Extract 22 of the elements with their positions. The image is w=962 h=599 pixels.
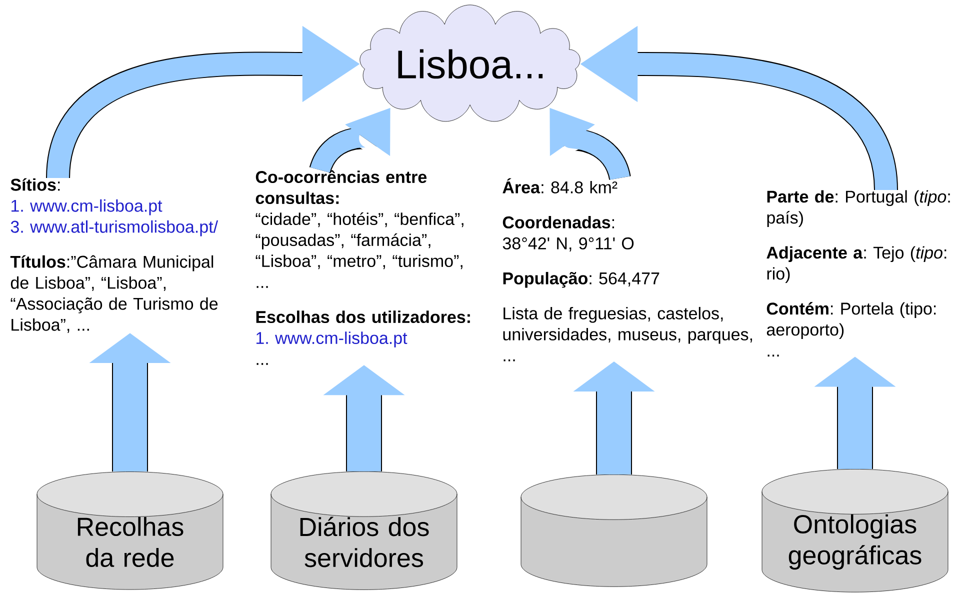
link: 1. www.cm-lisboa.pt [256, 332, 408, 348]
heading: Escolhas dos utilizadores: [256, 310, 470, 324]
database-cylinder [520, 474, 708, 587]
body-text: População: 564,477 [503, 272, 660, 288]
body-text: Lista de freguesias, castelos, universidades, museus, parques, ... [503, 306, 752, 362]
body-text: ... [768, 354, 779, 356]
link: 1. www.cm-lisboa.pt [12, 199, 162, 216]
body-text: “cidade”, “hotéis”, “benfica”, “pousadas”, “farmácia”, “Lisboa”, “metro”, “turismo”, ... [256, 212, 464, 288]
body-text: ... [256, 363, 268, 365]
body-text: 38°42' N, 9°11' O [502, 237, 634, 252]
database-cylinder: Diários dos servidores [270, 471, 458, 590]
body-text: Contém: Portela (tipo: aeroporto) [766, 302, 936, 340]
body-text: Parte de: Portugal (tipo: país) [767, 190, 950, 228]
body-text: Adjacente a: Tejo (tipo: rio) [766, 246, 946, 284]
body-text: Coordenadas: [502, 216, 614, 228]
link: 3. www.atl-turismolisboa.pt/ [10, 220, 218, 236]
body-text: Títulos:”Câmara Municipal de Lisboa”, “Lisboa”, “Associação de Turismo de Lisboa”, ... [10, 255, 218, 333]
body-text: Área: 84.8 km² [502, 178, 618, 194]
heading: Co-ocorrências entre consultas: [256, 170, 427, 204]
database-cylinder: Ontologias geográficas [762, 468, 948, 592]
body-text: Sítios: [10, 178, 60, 191]
database-cylinder: Recolhas da rede [36, 472, 224, 590]
